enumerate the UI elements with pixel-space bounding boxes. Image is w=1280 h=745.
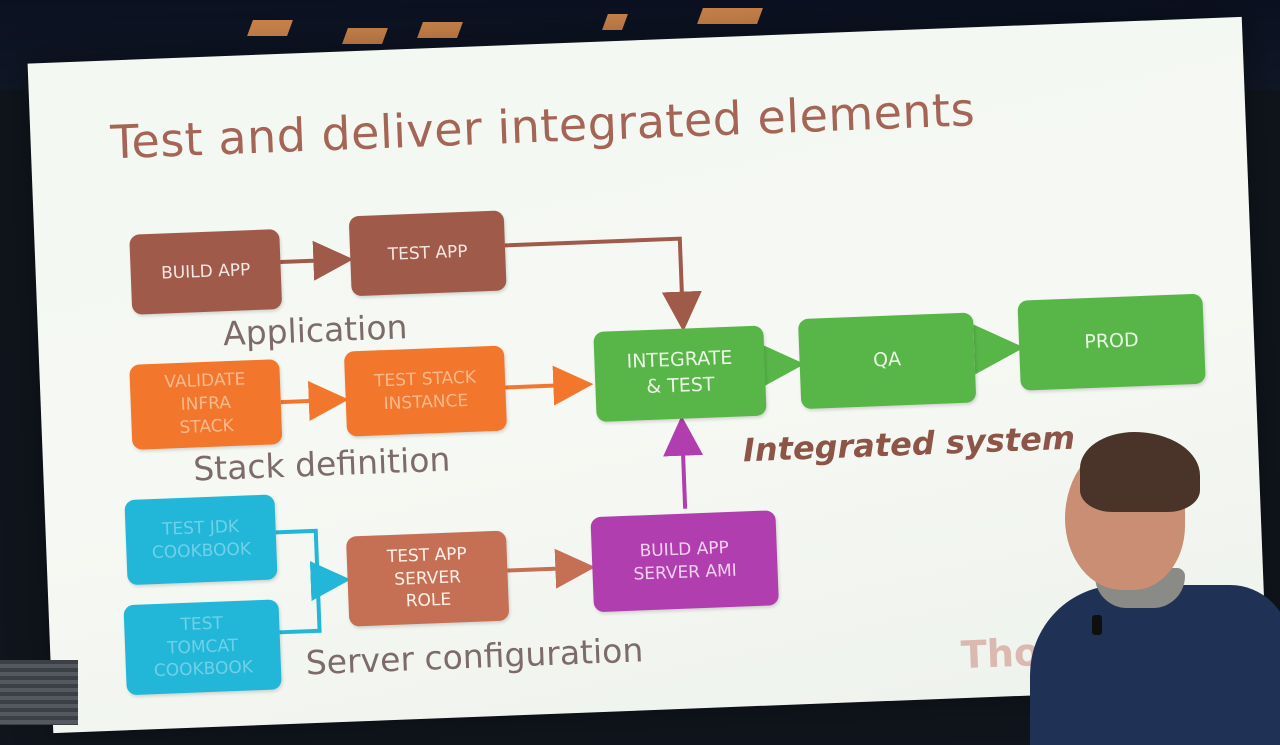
presenter (1020, 420, 1280, 745)
arrow-build-to-test (280, 240, 354, 281)
arrow-role-to-ami (507, 548, 596, 589)
pipeline-arrows (275, 236, 1025, 635)
arrow-test-stack-to-integrate (505, 365, 594, 406)
stage-decoration (247, 20, 293, 36)
stage-decoration (417, 22, 463, 38)
test-stack-instance-box: TEST STACK INSTANCE (343, 345, 508, 437)
stage-decoration (602, 14, 628, 30)
test-tomcat-cookbook-box: TEST TOMCAT COOKBOOK (123, 599, 282, 696)
test-app-server-role-box: TEST APP SERVER ROLE (345, 530, 510, 627)
build-app-box: BUILD APP (129, 229, 283, 315)
validate-infra-stack-box: VALIDATE INFRA STACK (129, 359, 283, 450)
integrate-test-box: INTEGRATE & TEST (593, 325, 767, 422)
arrow-validate-to-test-stack (280, 381, 349, 422)
prod-box: PROD (1017, 293, 1206, 391)
arrow-cookbooks-to-role (309, 561, 351, 602)
application-label: Application (222, 307, 409, 354)
stage-decoration (697, 8, 763, 24)
presenter-hair (1080, 432, 1200, 512)
lapel-mic (1092, 615, 1102, 635)
test-jdk-cookbook-box: TEST JDK COOKBOOK (124, 494, 278, 586)
build-app-server-ami-box: BUILD APP SERVER AMI (590, 510, 779, 613)
arrow-qa-to-prod (973, 324, 1025, 375)
stage-decoration (342, 28, 388, 44)
projection-screen: Test and deliver integrated elements BUI… (27, 16, 1268, 734)
qa-box: QA (797, 312, 977, 410)
test-app-box: TEST APP (348, 210, 507, 297)
speaker-stand (0, 660, 78, 725)
arrow-integrate-to-qa (753, 340, 805, 391)
arrow-ami-to-integrate (663, 415, 704, 509)
presenter-sweater (1030, 585, 1280, 745)
arrow-test-to-integrate (504, 236, 702, 332)
cookbook-join-line (275, 528, 322, 635)
